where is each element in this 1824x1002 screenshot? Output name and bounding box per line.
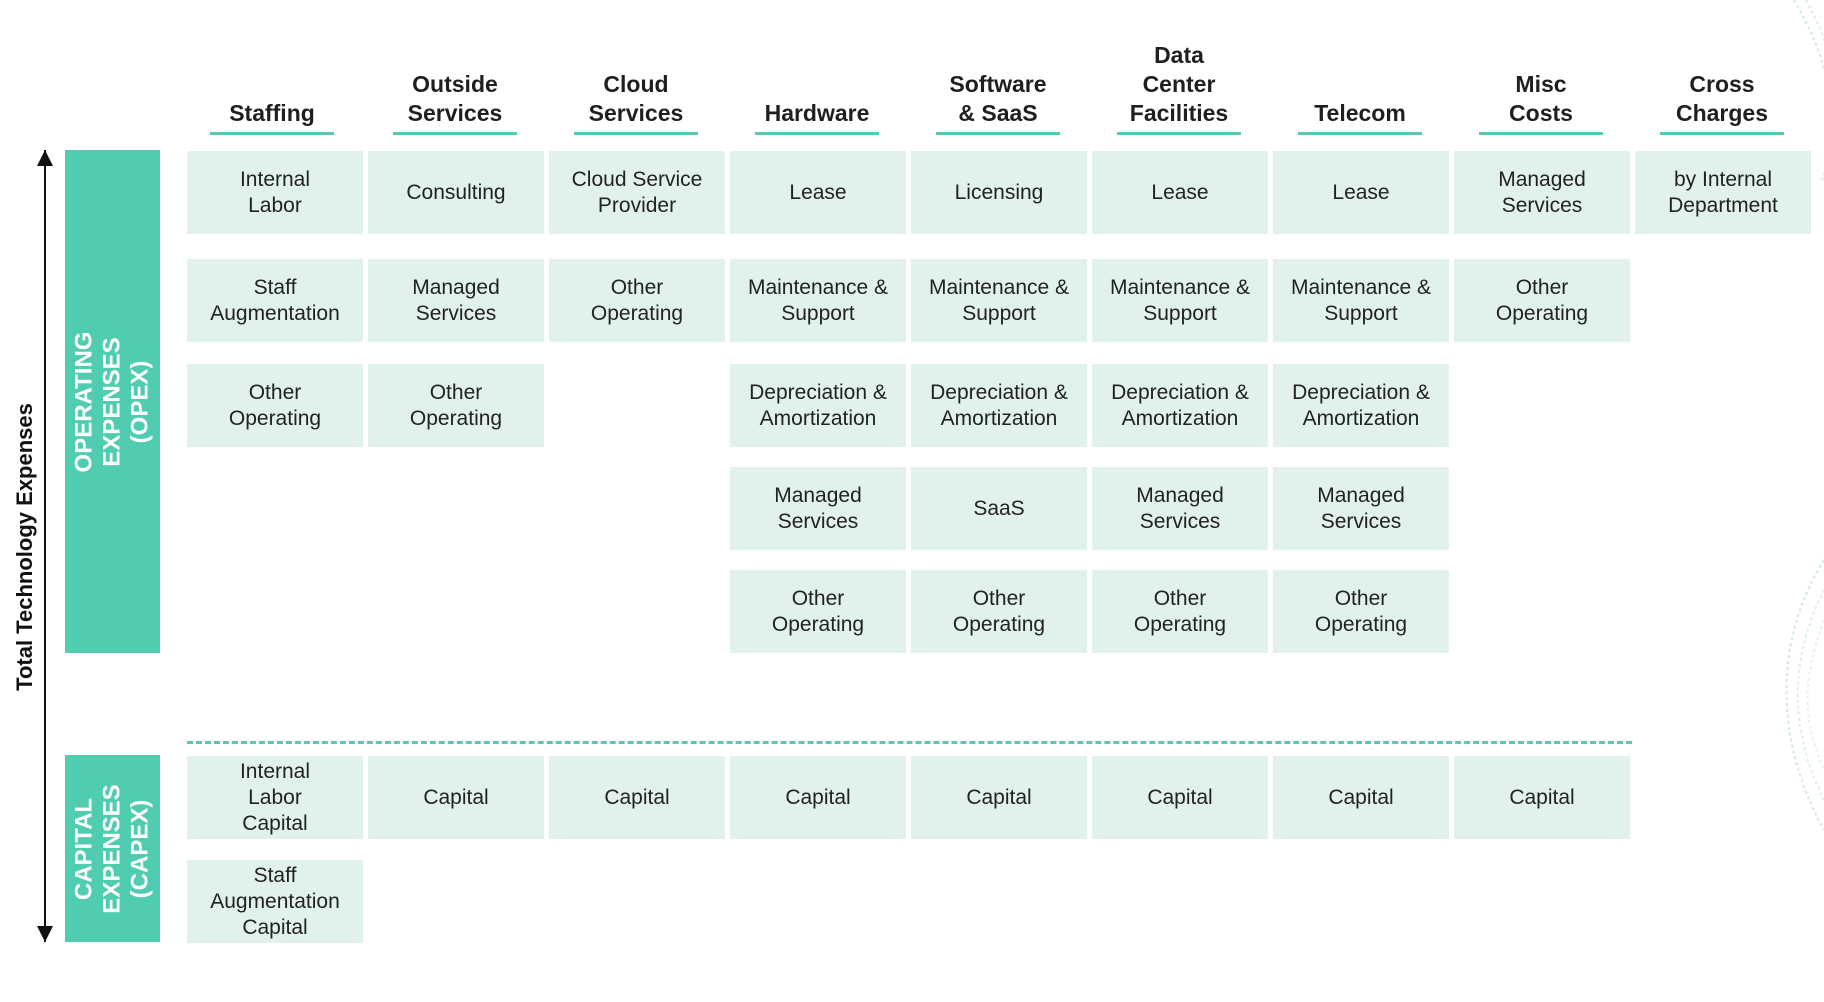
capex-cell: Internal Labor Capital bbox=[187, 756, 363, 839]
capex-band: CAPITAL EXPENSES (CAPEX) bbox=[65, 755, 160, 942]
capex-cell: Capital bbox=[730, 756, 906, 839]
column-header-label: Telecom bbox=[1314, 100, 1406, 126]
opex-cell: Other Operating bbox=[1454, 259, 1630, 342]
column-header-data-center-facilities: Data Center Facilities bbox=[1104, 30, 1254, 135]
opex-cell: Other Operating bbox=[549, 259, 725, 342]
opex-cell: Other Operating bbox=[1273, 570, 1449, 653]
opex-cell: Managed Services bbox=[1273, 467, 1449, 550]
column-header-cross-charges: Cross Charges bbox=[1647, 30, 1797, 135]
header-underline bbox=[574, 132, 698, 135]
capex-cell: Staff Augmentation Capital bbox=[187, 860, 363, 943]
opex-cell: Lease bbox=[730, 151, 906, 234]
opex-cell: Other Operating bbox=[187, 364, 363, 447]
opex-band: OPERATING EXPENSES (OPEX) bbox=[65, 150, 160, 653]
column-header-staffing: Staffing bbox=[197, 30, 347, 135]
opex-cell: Licensing bbox=[911, 151, 1087, 234]
header-underline bbox=[1479, 132, 1603, 135]
header-underline bbox=[1298, 132, 1422, 135]
opex-cell: Other Operating bbox=[730, 570, 906, 653]
header-underline bbox=[1117, 132, 1241, 135]
opex-cell: Managed Services bbox=[368, 259, 544, 342]
opex-cell: Cloud Service Provider bbox=[549, 151, 725, 234]
opex-cell: SaaS bbox=[911, 467, 1087, 550]
capex-cell: Capital bbox=[1273, 756, 1449, 839]
opex-cell: Other Operating bbox=[911, 570, 1087, 653]
column-header-label: Hardware bbox=[764, 100, 870, 126]
opex-cell: Depreciation & Amortization bbox=[1092, 364, 1268, 447]
capex-cell: Capital bbox=[368, 756, 544, 839]
capex-cell: Capital bbox=[911, 756, 1087, 839]
opex-cell: Maintenance & Support bbox=[730, 259, 906, 342]
capex-band-label: CAPITAL EXPENSES (CAPEX) bbox=[70, 783, 154, 914]
opex-cell: Depreciation & Amortization bbox=[911, 364, 1087, 447]
opex-cell: Maintenance & Support bbox=[911, 259, 1087, 342]
column-header-label: Outside Services bbox=[407, 71, 503, 126]
opex-cell: Internal Labor bbox=[187, 151, 363, 234]
opex-cell: Lease bbox=[1273, 151, 1449, 234]
opex-cell: Other Operating bbox=[1092, 570, 1268, 653]
column-header-label: Cloud Services bbox=[588, 71, 684, 126]
header-underline bbox=[936, 132, 1060, 135]
arrow-down-icon bbox=[37, 926, 53, 942]
header-underline bbox=[210, 132, 334, 135]
column-header-hardware: Hardware bbox=[742, 30, 892, 135]
capex-cell: Capital bbox=[1454, 756, 1630, 839]
header-underline bbox=[1660, 132, 1784, 135]
capex-cell: Capital bbox=[549, 756, 725, 839]
opex-capex-divider bbox=[187, 741, 1632, 744]
opex-cell: Lease bbox=[1092, 151, 1268, 234]
axis-label: Total Technology Expenses bbox=[12, 403, 37, 691]
column-header-label: Staffing bbox=[229, 100, 315, 126]
opex-cell: Maintenance & Support bbox=[1273, 259, 1449, 342]
column-header-label: Software & SaaS bbox=[949, 71, 1047, 126]
column-header-label: Cross Charges bbox=[1675, 71, 1769, 126]
arrow-up-icon bbox=[37, 150, 53, 166]
column-header-label: Misc Costs bbox=[1509, 71, 1573, 126]
header-underline bbox=[755, 132, 879, 135]
opex-cell: Consulting bbox=[368, 151, 544, 234]
decorative-swirl-lines bbox=[1785, 0, 1824, 831]
opex-cell: Managed Services bbox=[1092, 467, 1268, 550]
opex-cell: Maintenance & Support bbox=[1092, 259, 1268, 342]
opex-cell: Other Operating bbox=[368, 364, 544, 447]
column-header-cloud-services: Cloud Services bbox=[561, 30, 711, 135]
column-header-software-saas: Software & SaaS bbox=[923, 30, 1073, 135]
column-header-label: Data Center Facilities bbox=[1129, 42, 1229, 126]
column-header-telecom: Telecom bbox=[1285, 30, 1435, 135]
vertical-axis-line bbox=[44, 150, 46, 942]
opex-band-label: OPERATING EXPENSES (OPEX) bbox=[70, 331, 154, 472]
opex-cell: by Internal Department bbox=[1635, 151, 1811, 234]
header-underline bbox=[393, 132, 517, 135]
opex-cell: Managed Services bbox=[1454, 151, 1630, 234]
opex-cell: Depreciation & Amortization bbox=[1273, 364, 1449, 447]
capex-cell: Capital bbox=[1092, 756, 1268, 839]
column-header-outside-services: Outside Services bbox=[380, 30, 530, 135]
opex-cell: Managed Services bbox=[730, 467, 906, 550]
opex-cell: Depreciation & Amortization bbox=[730, 364, 906, 447]
column-header-misc-costs: Misc Costs bbox=[1466, 30, 1616, 135]
opex-cell: Staff Augmentation bbox=[187, 259, 363, 342]
